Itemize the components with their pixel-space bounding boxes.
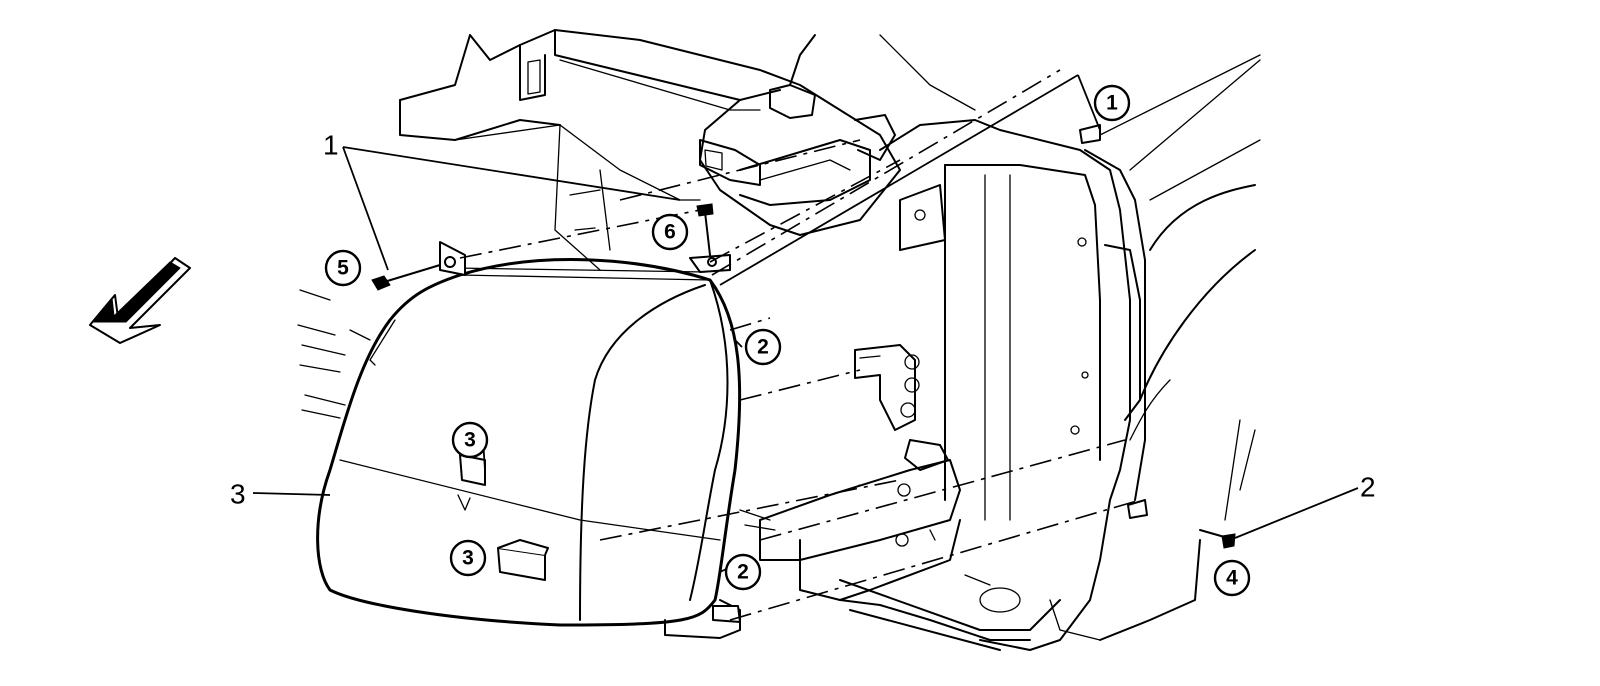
clip-2-lower xyxy=(712,605,741,623)
callout-5: 5 xyxy=(324,249,362,287)
callout-4: 4 xyxy=(1213,559,1251,597)
svg-text:5: 5 xyxy=(337,257,349,280)
svg-text:4: 4 xyxy=(1226,567,1238,590)
front-direction-arrow xyxy=(89,257,191,344)
headlamp-assembly xyxy=(316,241,742,639)
label-1: 1 xyxy=(323,130,339,161)
fastener-bolt-2-right xyxy=(1199,529,1236,549)
svg-text:3: 3 xyxy=(464,429,476,452)
callout-3-upper: 3 xyxy=(451,421,489,459)
clip-1-top xyxy=(1079,124,1101,144)
callout-6: 6 xyxy=(651,213,689,251)
svg-text:3: 3 xyxy=(462,547,474,570)
label-2: 2 xyxy=(1360,472,1376,503)
svg-text:2: 2 xyxy=(737,561,749,584)
fastener-bolt-6 xyxy=(696,203,714,256)
label-3: 3 xyxy=(230,479,246,510)
svg-text:6: 6 xyxy=(664,221,676,244)
radiator-support-structure xyxy=(297,29,1261,651)
callout-1-top: 1 xyxy=(1093,84,1131,122)
clip-4 xyxy=(1127,499,1148,519)
svg-text:1: 1 xyxy=(1106,92,1118,115)
alignment-lines xyxy=(459,69,1141,621)
fastener-bolt-5 xyxy=(371,264,441,291)
callout-3-lower: 3 xyxy=(449,539,487,577)
svg-text:2: 2 xyxy=(757,336,769,359)
callout-2-lower: 2 xyxy=(724,553,762,591)
callout-2-upper: 2 xyxy=(744,328,782,366)
